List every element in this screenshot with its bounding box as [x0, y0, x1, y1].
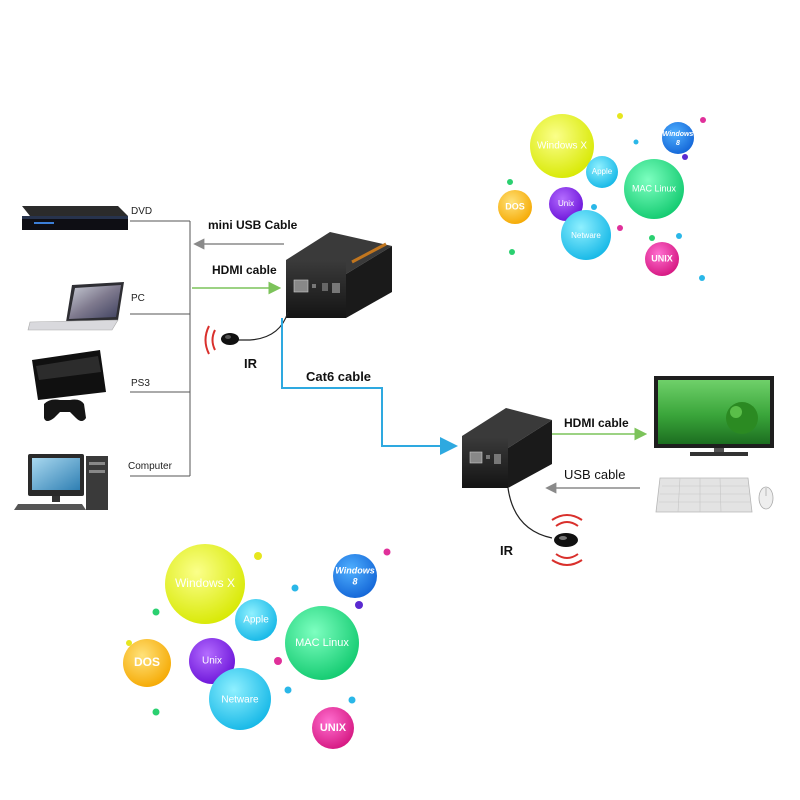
ps3-console-icon	[32, 350, 106, 421]
svg-text:Netware: Netware	[221, 695, 259, 706]
usb-cable-label: USB cable	[564, 467, 625, 482]
svg-text:Netware: Netware	[571, 231, 601, 240]
svg-text:DOS: DOS	[505, 201, 525, 211]
svg-text:MAC Linux: MAC Linux	[632, 183, 677, 193]
svg-text:Windows X: Windows X	[537, 141, 587, 152]
ir-tx-label: IR	[244, 356, 258, 371]
ir-rx-label: IR	[500, 543, 514, 558]
svg-text:Windows: Windows	[335, 565, 374, 575]
dvd-player-icon	[22, 206, 128, 230]
svg-text:Unix: Unix	[558, 199, 574, 208]
svg-text:Windows: Windows	[663, 131, 694, 138]
ir-sensor-tx-icon	[206, 312, 289, 354]
source-label-pc: PC	[131, 293, 145, 304]
svg-text:Unix: Unix	[202, 656, 222, 667]
source-label-ps3: PS3	[131, 378, 150, 389]
source-label-dvd: DVD	[131, 206, 152, 217]
mini-usb-cable-label: mini USB Cable	[208, 218, 298, 232]
os-cluster-top: Windows X Apple Windows 8 MAC Linux DOS …	[498, 113, 706, 281]
svg-text:8: 8	[676, 140, 680, 147]
svg-text:8: 8	[352, 576, 357, 586]
svg-text:DOS: DOS	[134, 655, 160, 669]
hdmi-in-cable-label: HDMI cable	[212, 263, 277, 277]
transmitter-unit	[286, 232, 392, 318]
svg-text:UNIX: UNIX	[320, 722, 347, 734]
tv-monitor-icon	[654, 376, 774, 456]
source-label-computer: Computer	[128, 461, 173, 472]
laptop-icon	[28, 282, 124, 330]
desktop-computer-icon	[14, 454, 108, 510]
hdmi-out-cable-label: HDMI cable	[564, 416, 629, 430]
svg-text:Apple: Apple	[243, 615, 269, 626]
keyboard-mouse-icon	[656, 478, 773, 512]
source-bus	[130, 221, 190, 476]
svg-text:MAC Linux: MAC Linux	[295, 637, 349, 649]
os-bubble-windows-8	[662, 122, 694, 154]
svg-text:UNIX: UNIX	[651, 253, 673, 263]
os-cluster-bottom: Windows X Apple Windows 8 MAC Linux DOS …	[123, 544, 391, 749]
svg-text:Windows X: Windows X	[175, 576, 235, 590]
cat6-cable-label: Cat6 cable	[306, 369, 371, 384]
svg-text:Apple: Apple	[592, 167, 613, 176]
receiver-unit	[462, 408, 552, 488]
ir-sensor-rx-icon	[508, 488, 582, 565]
